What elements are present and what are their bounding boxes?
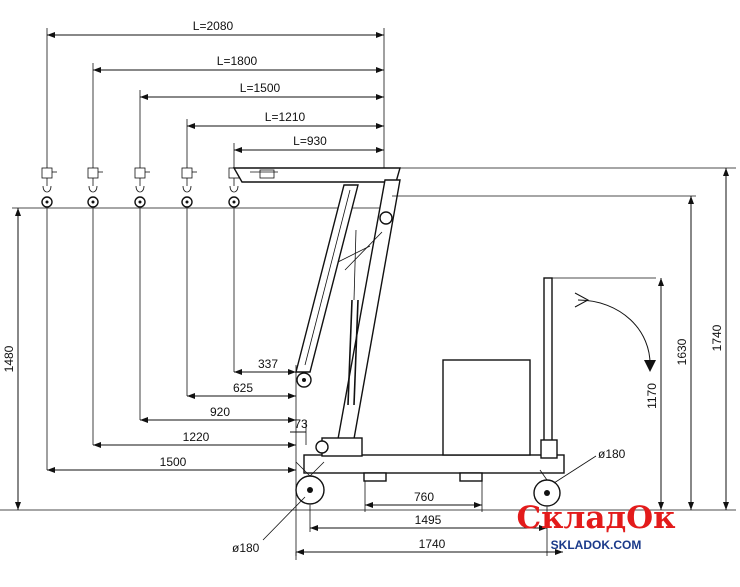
offset-label-1220: 1220 [183, 430, 210, 444]
front-wheel [295, 461, 325, 505]
base-dimension-group: 760 1495 1740 [295, 481, 563, 560]
hook-icon [134, 167, 150, 208]
skladok-logo: СкладОк SKLADOK.COM [516, 500, 676, 552]
offset-label-1500: 1500 [160, 455, 187, 469]
hook-positions [12, 167, 380, 470]
hook-icon [41, 167, 57, 208]
reach-dimension-group: L=2080 L=1800 L=1500 L=1210 L=930 [46, 19, 385, 168]
crane-boom [232, 167, 401, 451]
height-label-1630: 1630 [675, 338, 689, 365]
offset-label-920: 920 [210, 405, 230, 419]
crane-base [0, 277, 736, 511]
right-height-dimensions: 1170 1630 1740 [392, 167, 736, 510]
rotation-arrow [574, 292, 656, 372]
reach-label-2080: L=2080 [193, 19, 234, 33]
hook-icon [87, 167, 103, 208]
reach-label-930: L=930 [293, 134, 327, 148]
base-label-760: 760 [414, 490, 434, 504]
height-label-1480: 1480 [2, 345, 16, 372]
hook-icon [181, 167, 197, 208]
base-label-1740: 1740 [419, 537, 446, 551]
offset-label-625: 625 [233, 381, 253, 395]
rear-wheel [533, 469, 561, 507]
base-label-1495: 1495 [415, 513, 442, 527]
reach-label-1800: L=1800 [217, 54, 258, 68]
reach-label-1500: L=1500 [240, 81, 281, 95]
logo-url: SKLADOK.COM [551, 538, 642, 552]
reach-label-1210: L=1210 [265, 110, 306, 124]
front-wheel-label: ø180 [232, 541, 260, 555]
left-height-dimension: 1480 [2, 208, 21, 510]
offset-label-73: 73 [294, 417, 308, 431]
wheel-labels: ø180 ø180 [232, 447, 626, 555]
offset-label-337: 337 [258, 357, 278, 371]
height-label-1170: 1170 [645, 383, 659, 409]
height-label-1740: 1740 [710, 324, 724, 351]
rear-wheel-label: ø180 [598, 447, 626, 461]
logo-text: СкладОк [516, 500, 676, 536]
offset-dimension-group: 337 625 920 73 1220 1500 [47, 357, 308, 556]
